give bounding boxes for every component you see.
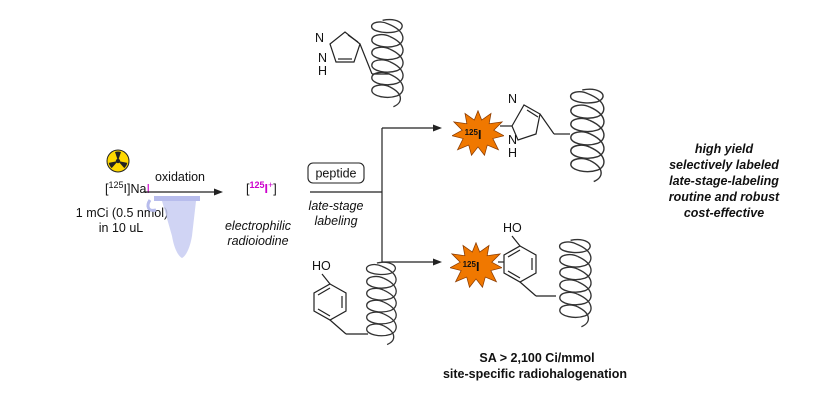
microtube-icon — [146, 196, 200, 258]
peptide-box — [307, 162, 365, 184]
prod-tyr-ho: HO — [503, 221, 522, 235]
prod-his-nh-h: H — [508, 146, 517, 160]
tyr-badge: 125I — [463, 260, 480, 274]
his-badge: 125I — [465, 128, 482, 142]
histidine-product: 125I N N H — [452, 88, 605, 183]
oxidation-arrow — [143, 188, 223, 196]
benefit-1: high yield — [695, 142, 754, 156]
branch-arrows — [381, 124, 442, 266]
reactant-label: [125I]NaI — [105, 180, 150, 196]
his-h-atom: H — [318, 64, 327, 78]
his-n-atom: N — [315, 31, 324, 45]
benefit-3: late-stage-labeling — [669, 174, 779, 188]
helix-icon — [569, 88, 605, 183]
radiation-icon — [106, 149, 130, 173]
oxidation-label: oxidation — [155, 170, 205, 184]
tyrosine-product: 125I HO — [450, 221, 592, 328]
prod-his-n: N — [508, 92, 517, 106]
labeling-desc-2: labeling — [314, 214, 357, 228]
benefits-list: high yield selectively labeled late-stag… — [669, 142, 780, 220]
his-nh-atom: N — [318, 51, 327, 65]
tyrosine-peptide: HO — [312, 259, 397, 346]
benefit-2: selectively labeled — [669, 158, 779, 172]
helix-icon — [365, 261, 397, 346]
tyr-ho-atom: HO — [312, 259, 331, 273]
helix-icon — [558, 238, 592, 328]
histidine-peptide: N N H — [315, 18, 404, 108]
labeling-desc-1: late-stage — [309, 199, 364, 213]
specific-activity: SA > 2,100 Ci/mmol — [479, 351, 594, 365]
reactant-volume: in 10 uL — [99, 221, 144, 235]
helix-icon — [370, 18, 404, 108]
intermediate-label: [125I+] — [246, 180, 277, 196]
intermediate-desc-2: radioiodine — [227, 234, 288, 248]
prod-his-nh-n: N — [508, 133, 517, 147]
peptide-label: peptide — [315, 167, 356, 181]
benefit-4: routine and robust — [669, 190, 780, 204]
footer-subtitle: site-specific radiohalogenation — [443, 367, 627, 381]
benefit-5: cost-effective — [684, 206, 764, 220]
intermediate-desc-1: electrophilic — [225, 219, 292, 233]
reactant-amount: 1 mCi (0.5 nmol) — [76, 206, 168, 220]
